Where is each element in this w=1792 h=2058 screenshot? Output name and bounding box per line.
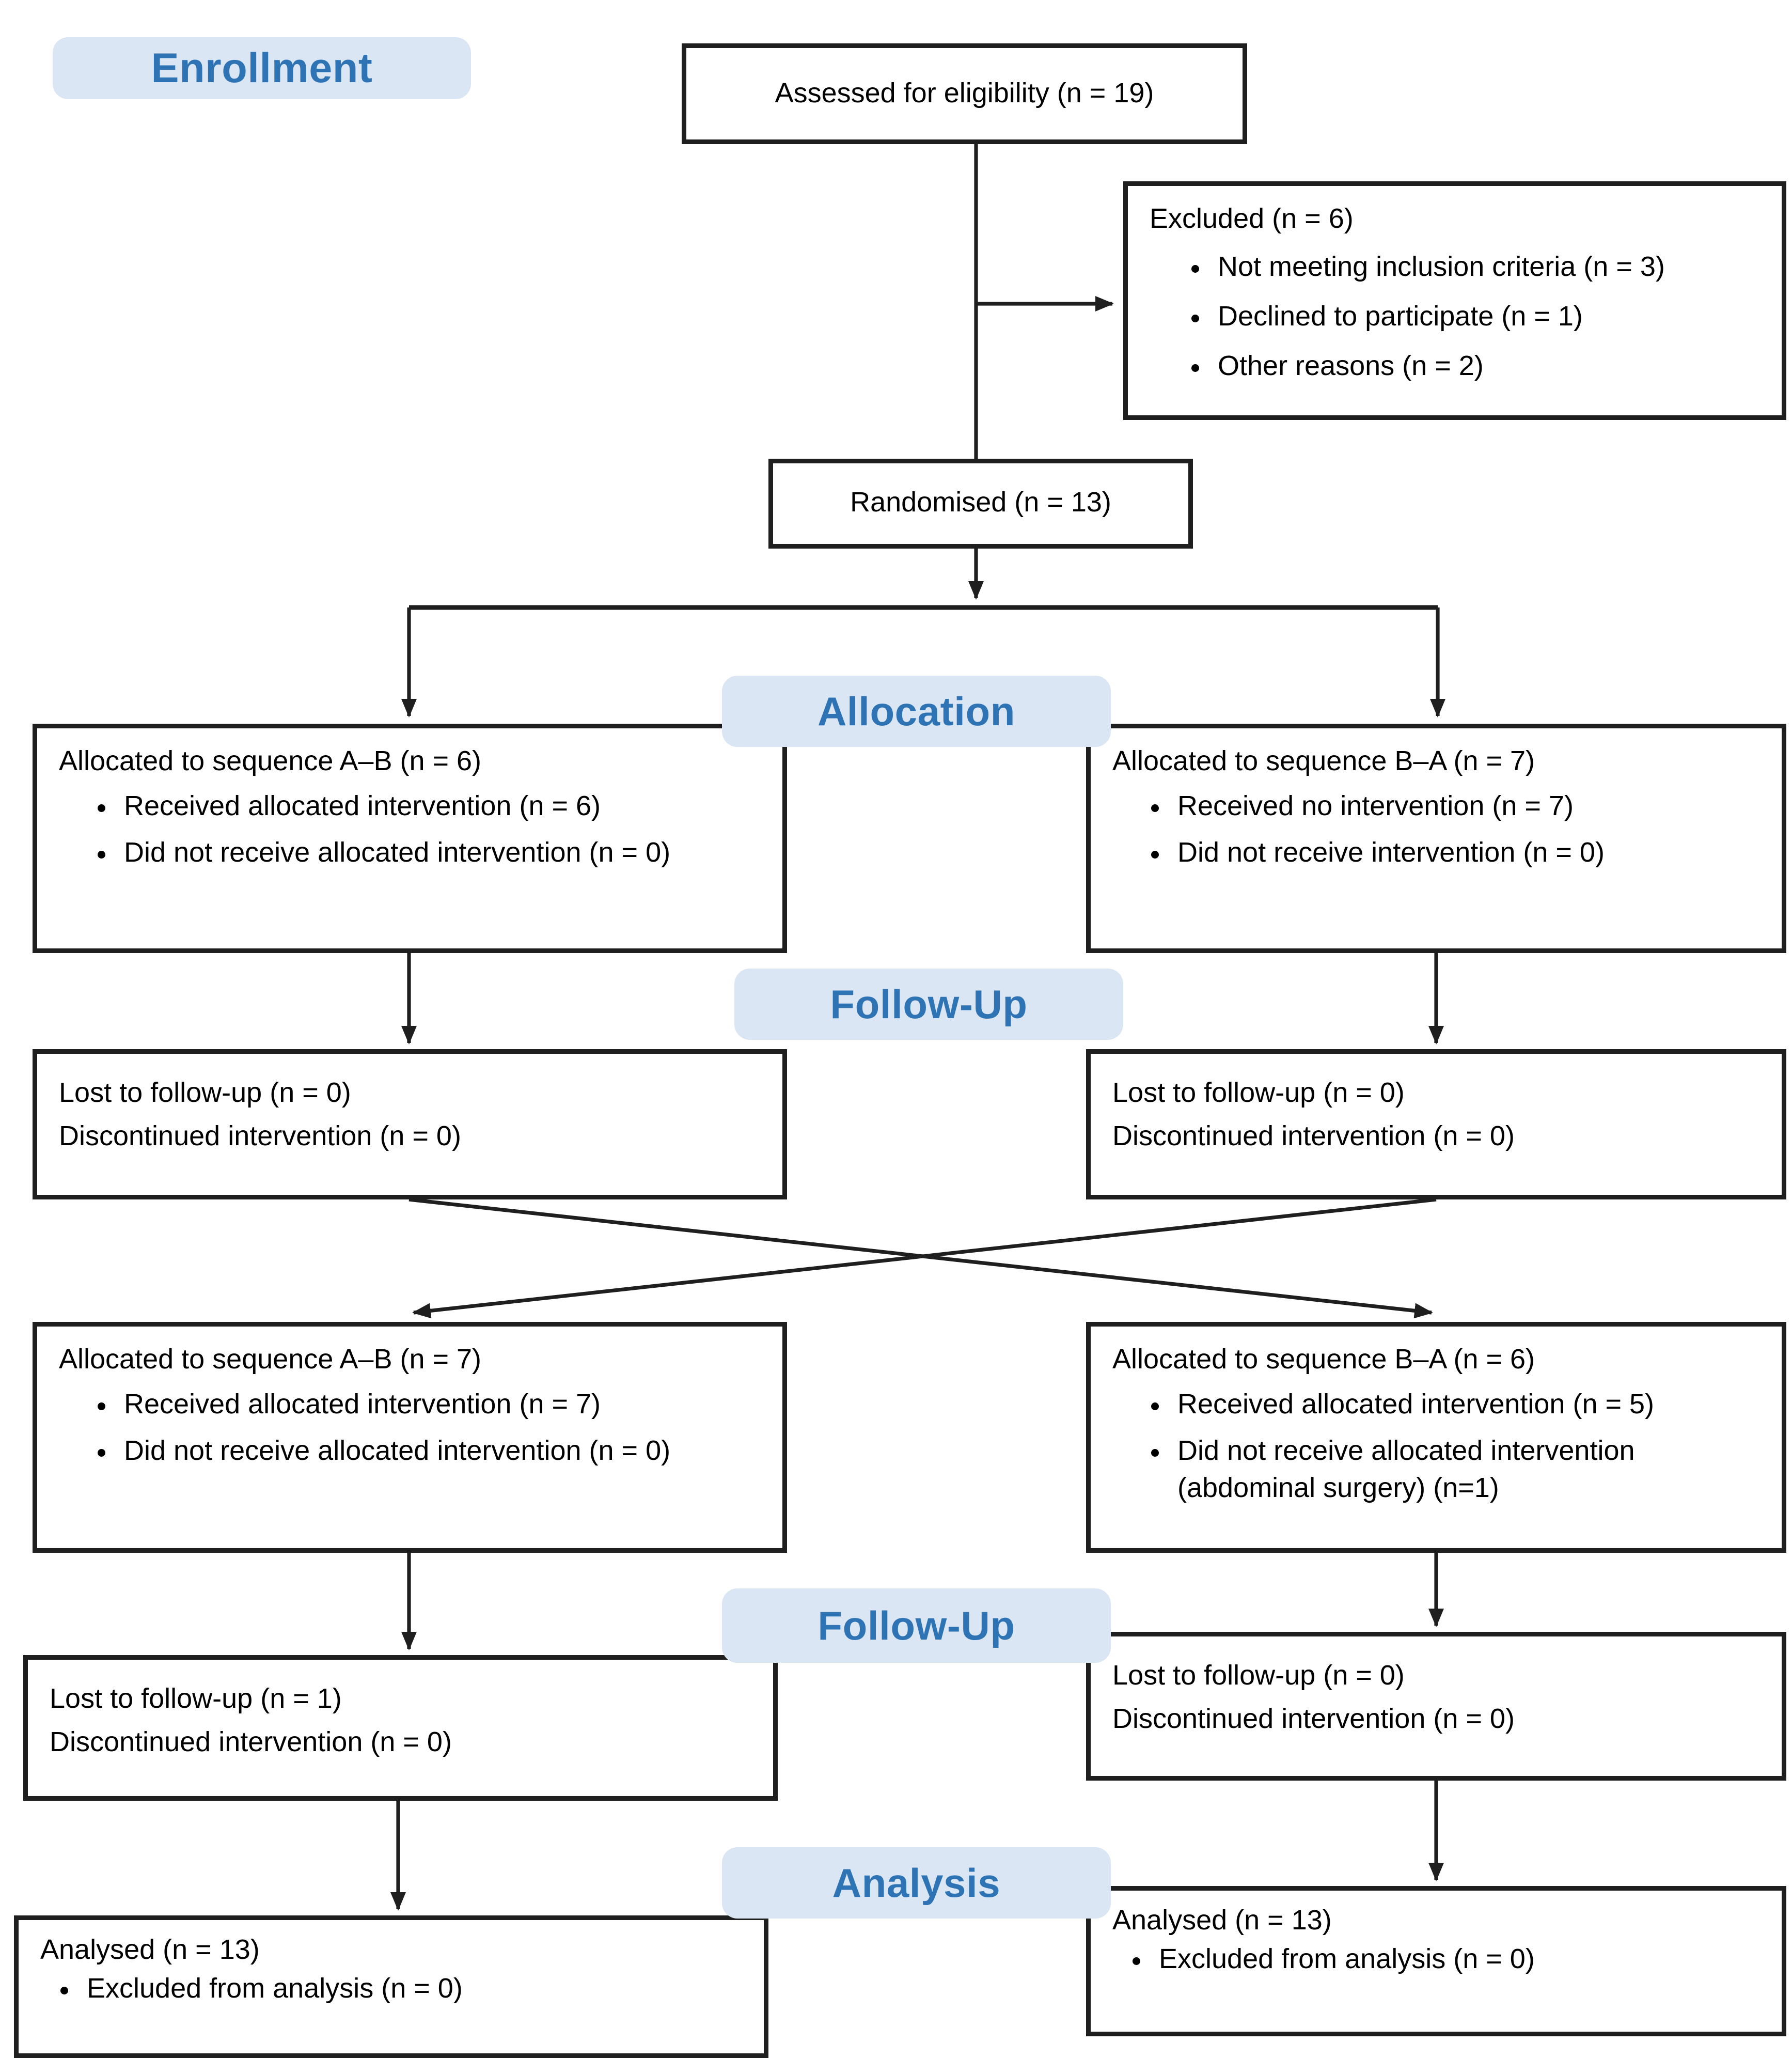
- allocation2-right-bullets: Received allocated intervention (n = 5) …: [1112, 1387, 1766, 1507]
- stage-label-enrollment: Enrollment: [151, 44, 373, 91]
- followup1-left-line: Lost to follow-up (n = 0): [59, 1077, 351, 1108]
- stage-label-analysis: Analysis: [832, 1859, 1001, 1906]
- followup1-right-line: Discontinued intervention (n = 0): [1112, 1120, 1515, 1151]
- followup2-left-line: Discontinued intervention (n = 0): [50, 1726, 452, 1757]
- allocation1-right-title: Allocated to sequence B–A (n = 7): [1112, 745, 1535, 776]
- analysis-right-box: Analysed (n = 13) Excluded from analysis…: [1086, 1886, 1786, 2036]
- followup2-right-line: Lost to follow-up (n = 0): [1112, 1660, 1405, 1691]
- connector-crossover-right-to-left: [412, 1197, 1437, 1319]
- analysis-left-bullets: Excluded from analysis (n = 0): [40, 1972, 748, 2008]
- allocation2-right-box: Allocated to sequence B–A (n = 6) Receiv…: [1086, 1322, 1786, 1553]
- assessed-box: Assessed for eligibility (n = 19): [682, 43, 1247, 144]
- excluded-bullet: Not meeting inclusion criteria (n = 3): [1218, 250, 1766, 287]
- analysis-left-box: Analysed (n = 13) Excluded from analysis…: [14, 1915, 768, 2058]
- stage-label-followup-1: Follow-Up: [830, 980, 1028, 1027]
- followup2-right-box: Lost to follow-up (n = 0) Discontinued i…: [1086, 1632, 1786, 1781]
- stage-label-followup-2: Follow-Up: [818, 1601, 1015, 1648]
- randomised-box: Randomised (n = 13): [768, 459, 1193, 549]
- excluded-box: Excluded (n = 6) Not meeting inclusion c…: [1123, 181, 1786, 420]
- followup1-left-box: Lost to follow-up (n = 0) Discontinued i…: [33, 1049, 787, 1199]
- followup2-left-box: Lost to follow-up (n = 1) Discontinued i…: [23, 1655, 778, 1801]
- allocation1-right-bullet: Did not receive intervention (n = 0): [1177, 835, 1766, 872]
- excluded-bullets: Not meeting inclusion criteria (n = 3) D…: [1150, 250, 1766, 385]
- allocation2-right-bullet: Did not receive allocated intervention (…: [1177, 1433, 1748, 1507]
- excluded-bullet: Declined to participate (n = 1): [1218, 299, 1766, 336]
- followup1-right-line: Lost to follow-up (n = 0): [1112, 1077, 1405, 1108]
- followup2-right-line: Discontinued intervention (n = 0): [1112, 1703, 1515, 1734]
- analysis-right-bullet: Excluded from analysis (n = 0): [1159, 1942, 1766, 1979]
- followup2-left-line: Lost to follow-up (n = 1): [50, 1683, 342, 1714]
- assessed-text: Assessed for eligibility (n = 19): [775, 77, 1154, 108]
- allocation1-left-bullets: Received allocated intervention (n = 6) …: [59, 789, 767, 872]
- stage-badge-allocation: Allocation: [722, 676, 1111, 747]
- stage-badge-followup-1: Follow-Up: [734, 969, 1123, 1040]
- allocation1-right-bullets: Received no intervention (n = 7) Did not…: [1112, 789, 1766, 872]
- analysis-left-bullet: Excluded from analysis (n = 0): [87, 1972, 748, 2008]
- allocation2-left-bullet: Did not receive allocated intervention (…: [124, 1433, 720, 1470]
- analysis-right-title: Analysed (n = 13): [1112, 1905, 1332, 1936]
- allocation2-right-bullet: Received allocated intervention (n = 5): [1177, 1387, 1748, 1424]
- analysis-right-bullets: Excluded from analysis (n = 0): [1112, 1942, 1766, 1979]
- stage-badge-analysis: Analysis: [722, 1847, 1111, 1919]
- allocation2-left-bullets: Received allocated intervention (n = 7) …: [59, 1387, 767, 1471]
- allocation2-left-title: Allocated to sequence A–B (n = 7): [59, 1344, 482, 1375]
- stage-badge-enrollment: Enrollment: [53, 37, 471, 99]
- analysis-left-title: Analysed (n = 13): [40, 1934, 260, 1965]
- excluded-title: Excluded (n = 6): [1150, 203, 1354, 234]
- stage-badge-followup-2: Follow-Up: [722, 1588, 1111, 1663]
- allocation1-left-bullet: Received allocated intervention (n = 6): [124, 789, 720, 826]
- allocation1-left-box: Allocated to sequence A–B (n = 6) Receiv…: [33, 724, 787, 953]
- allocation2-left-box: Allocated to sequence A–B (n = 7) Receiv…: [33, 1322, 787, 1553]
- allocation1-left-title: Allocated to sequence A–B (n = 6): [59, 745, 482, 776]
- stage-label-allocation: Allocation: [817, 687, 1015, 734]
- allocation1-right-bullet: Received no intervention (n = 7): [1177, 789, 1766, 826]
- followup1-right-box: Lost to follow-up (n = 0) Discontinued i…: [1086, 1049, 1786, 1199]
- allocation1-right-box: Allocated to sequence B–A (n = 7) Receiv…: [1086, 724, 1786, 953]
- followup1-left-line: Discontinued intervention (n = 0): [59, 1120, 461, 1151]
- allocation2-left-bullet: Received allocated intervention (n = 7): [124, 1387, 720, 1424]
- allocation2-right-title: Allocated to sequence B–A (n = 6): [1112, 1344, 1535, 1375]
- allocation1-left-bullet: Did not receive allocated intervention (…: [124, 835, 720, 872]
- excluded-bullet: Other reasons (n = 2): [1218, 349, 1766, 385]
- randomised-text: Randomised (n = 13): [850, 487, 1111, 518]
